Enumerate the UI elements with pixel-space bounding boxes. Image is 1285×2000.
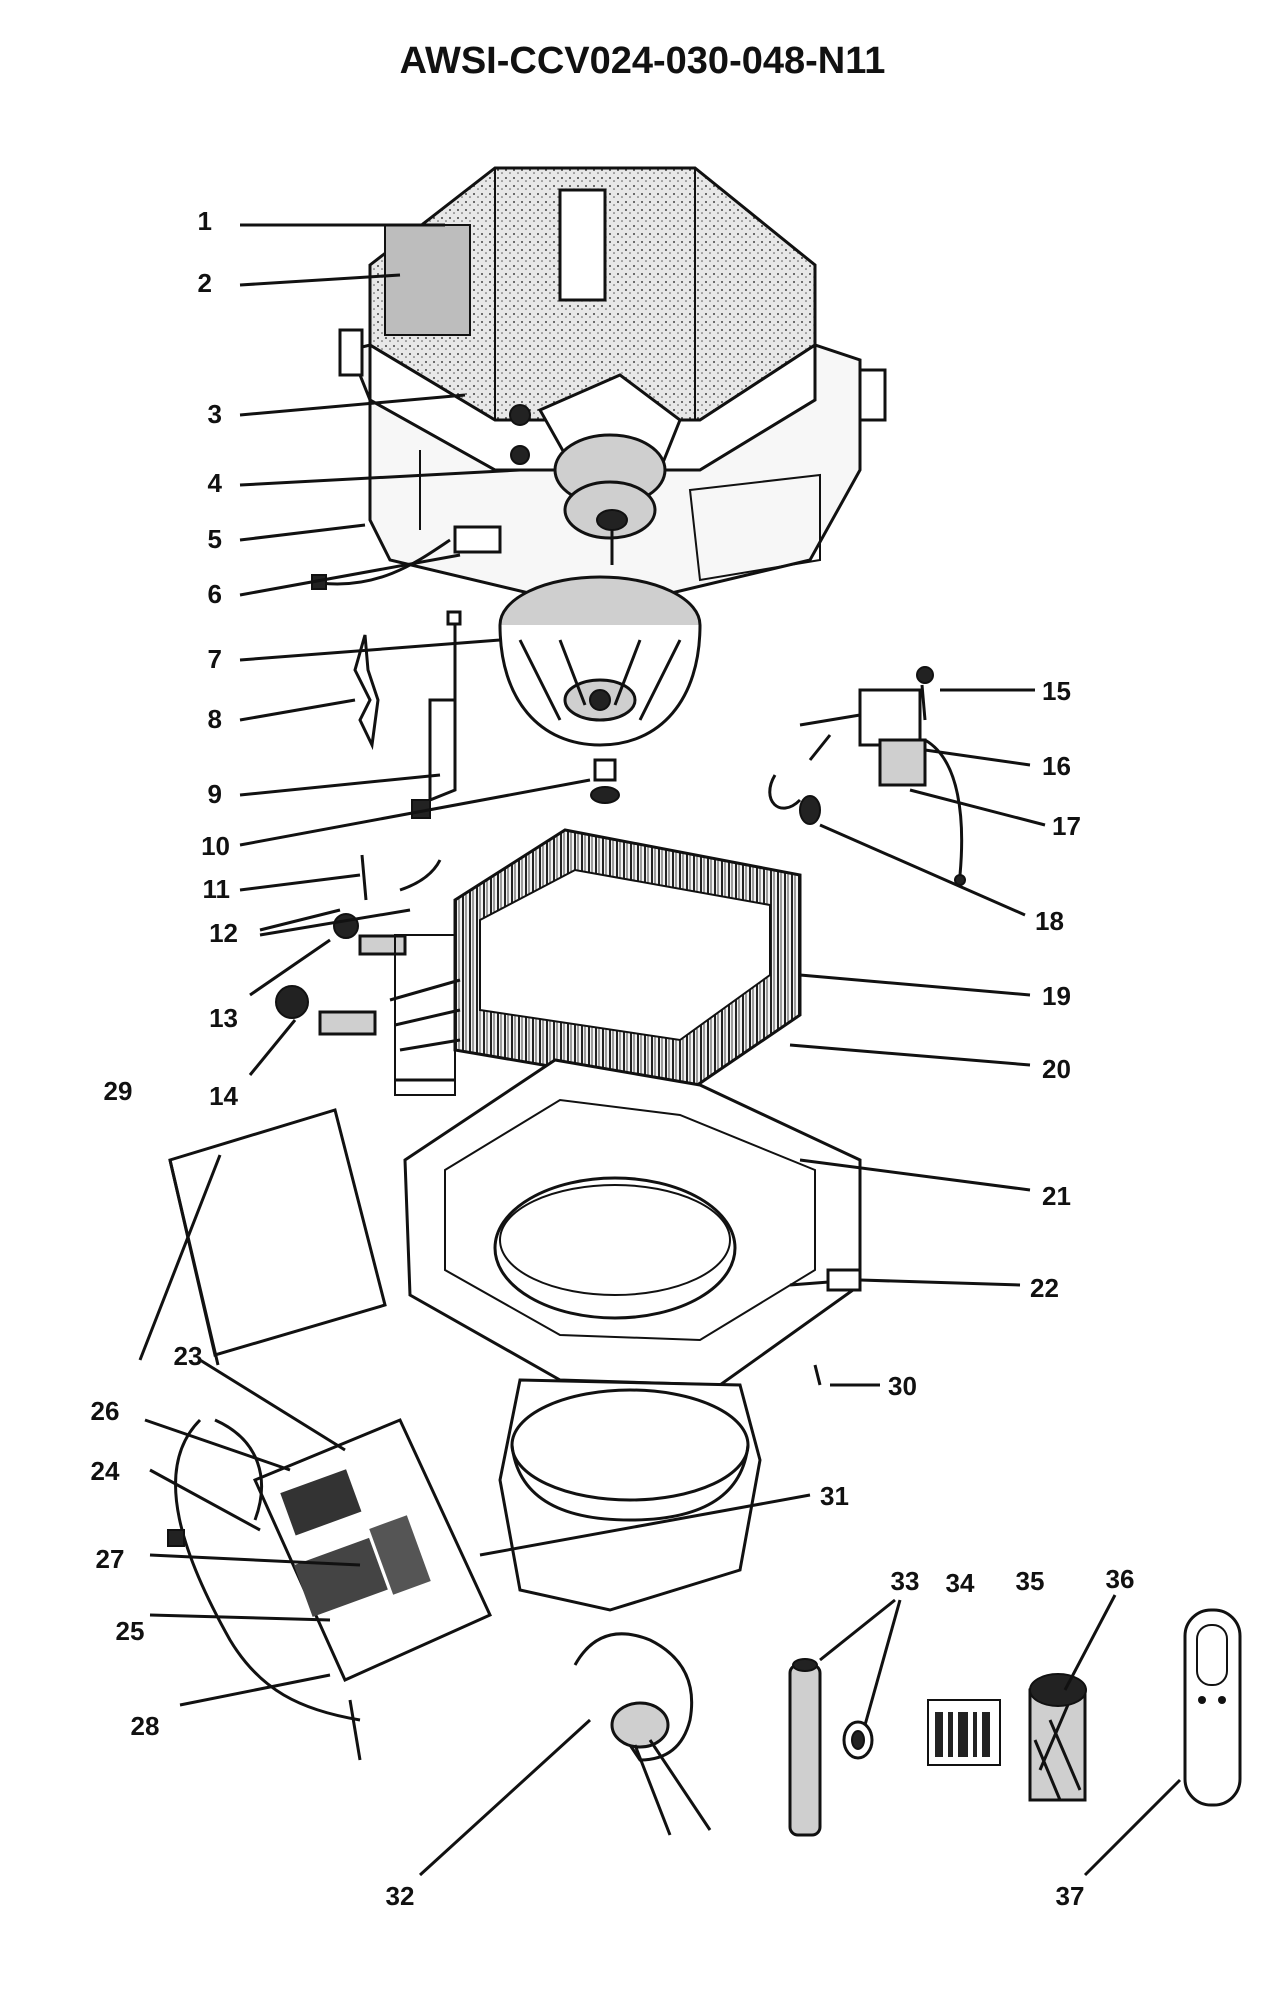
diagram-title: AWSI-CCV024-030-048-N11 — [399, 40, 886, 82]
callout-22: 22 — [1030, 1273, 1059, 1303]
callout-37: 37 — [1056, 1881, 1085, 1911]
drain-pan — [403, 1058, 862, 1387]
callout-18: 18 — [1035, 906, 1064, 936]
part-32-pipe-fitting — [573, 1632, 712, 1836]
callout-13: 13 — [209, 1003, 238, 1033]
callout-34: 34 — [946, 1568, 975, 1598]
callout-33: 33 — [891, 1566, 920, 1596]
callout-1: 1 — [198, 206, 212, 236]
callout-4: 4 — [208, 468, 223, 498]
callout-27: 27 — [96, 1544, 125, 1574]
callout-10: 10 — [201, 831, 230, 861]
part-10-washer — [590, 786, 620, 804]
callout-14: 14 — [209, 1081, 238, 1111]
callout-8: 8 — [208, 704, 222, 734]
control-board — [167, 1418, 492, 1761]
part-36-roll-end — [1029, 1673, 1087, 1707]
callout-20: 20 — [1042, 1054, 1071, 1084]
callout-25: 25 — [116, 1616, 145, 1646]
callout-30: 30 — [888, 1371, 917, 1401]
callout-36: 36 — [1106, 1564, 1135, 1594]
part-14-valve — [275, 985, 377, 1036]
callout-5: 5 — [208, 524, 222, 554]
part-37-remote-controller — [1183, 1608, 1242, 1807]
part-10-nut — [593, 758, 617, 782]
callout-28: 28 — [131, 1711, 160, 1741]
callout-26: 26 — [91, 1396, 120, 1426]
part-34-label — [927, 1699, 1001, 1766]
callout-2: 2 — [198, 268, 212, 298]
fan-wheel — [498, 575, 702, 747]
callout-16: 16 — [1042, 751, 1071, 781]
callout-15: 15 — [1042, 676, 1071, 706]
heat-exchanger-coil — [389, 828, 802, 1096]
part-8-bracket — [353, 634, 380, 751]
callout-23: 23 — [174, 1341, 203, 1371]
part-11-sensor — [360, 854, 368, 901]
callout-6: 6 — [208, 579, 222, 609]
valve-assembly — [768, 666, 966, 886]
part-33-accessories — [788, 1658, 874, 1837]
grille-ring — [498, 1378, 762, 1612]
callout-7: 7 — [208, 644, 222, 674]
callout-11: 11 — [203, 874, 231, 904]
callout-35: 35 — [1016, 1566, 1045, 1596]
fan-motor — [311, 373, 682, 590]
part-30-screw — [813, 1364, 822, 1386]
part-12-tube — [399, 859, 442, 892]
callout-9: 9 — [208, 779, 222, 809]
callout-32: 32 — [386, 1881, 415, 1911]
callout-3: 3 — [208, 399, 222, 429]
callout-17: 17 — [1052, 811, 1081, 841]
callout-24: 24 — [91, 1456, 120, 1486]
callout-21: 21 — [1042, 1181, 1071, 1211]
callout-31: 31 — [820, 1481, 849, 1511]
callout-labels: 1 2 3 4 5 6 7 8 9 10 11 12 13 14 15 16 1… — [91, 206, 1135, 1911]
callout-12: 12 — [209, 918, 238, 948]
leader-lines — [138, 223, 1182, 1877]
part-29-cover — [168, 1108, 387, 1357]
callout-29: 29 — [104, 1076, 133, 1106]
unit-casing — [338, 166, 887, 612]
callout-19: 19 — [1042, 981, 1071, 1011]
